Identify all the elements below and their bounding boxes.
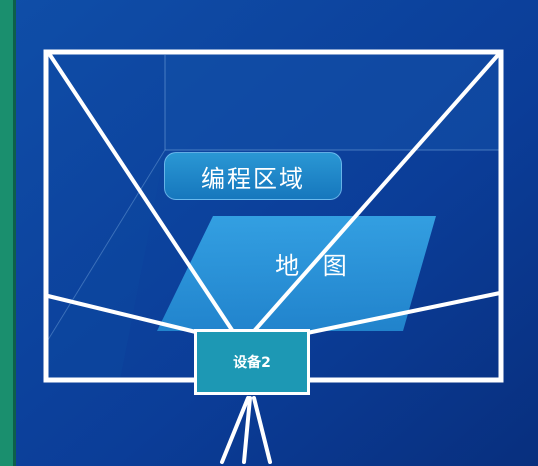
ray-left — [46, 294, 202, 335]
ray-right — [305, 291, 502, 335]
programming-area-label: 编程区域 — [164, 152, 342, 200]
map-area — [157, 216, 436, 331]
ray-top-right — [253, 53, 500, 332]
device-box: 设备2 — [194, 329, 310, 395]
view-rays — [46, 53, 502, 335]
left-strip-edge — [13, 0, 16, 466]
map-label: 地 图 — [275, 251, 355, 280]
tripod-legs-icon — [220, 396, 272, 464]
back-wall — [165, 55, 500, 150]
left-strip — [0, 0, 13, 466]
left-floor — [48, 150, 165, 380]
ray-top-left — [48, 53, 234, 332]
floor-edge — [47, 149, 166, 341]
